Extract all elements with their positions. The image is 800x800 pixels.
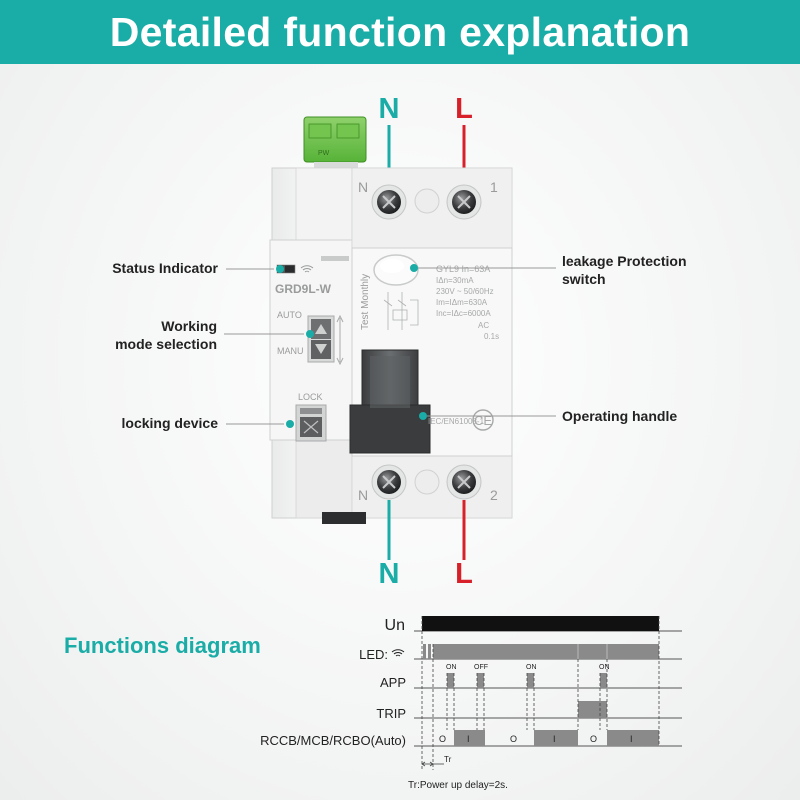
rccb-on-1 <box>454 730 485 746</box>
row-label-trip: TRIP <box>376 706 406 721</box>
svg-text:Inc=IΔc=6000A: Inc=IΔc=6000A <box>436 309 491 318</box>
timing-diagram: Un LED: APP TRIP RCCB/MCB/RCBO(Auto) ON … <box>260 616 682 791</box>
app-pulse-3 <box>527 673 534 688</box>
svg-text:Working: Working <box>161 318 217 334</box>
row-label-app: APP <box>380 675 406 690</box>
svg-text:leakage Protection: leakage Protection <box>562 253 687 269</box>
l-label-top: L <box>455 93 473 125</box>
terminal-block-label: PW <box>318 150 330 157</box>
trip-pulse <box>578 701 607 718</box>
tr-marker: Tr <box>421 755 452 767</box>
state-2: I <box>467 734 470 744</box>
state-3: O <box>510 734 517 744</box>
device-2: 2 <box>490 487 498 503</box>
rccb-on-3 <box>607 730 659 746</box>
page-title: Detailed function explanation <box>109 8 691 55</box>
row-label-un: Un <box>385 617 405 634</box>
callout-operating-handle: Operating handle <box>419 408 677 424</box>
app-pulse-4 <box>600 673 607 688</box>
app-label-4: ON <box>599 664 610 671</box>
svg-text:Im=IΔm=630A: Im=IΔm=630A <box>436 298 488 307</box>
svg-text:switch: switch <box>562 271 606 287</box>
app-pulse-1 <box>447 673 454 688</box>
standard-label: IEC/EN61008-1 <box>428 417 485 426</box>
svg-text:230V ~ 50/60Hz: 230V ~ 50/60Hz <box>436 287 494 296</box>
app-label-1: ON <box>446 664 457 671</box>
app-label-3: ON <box>526 664 537 671</box>
model-label: GRD9L-W <box>275 282 332 296</box>
led-pulse-1 <box>423 644 426 659</box>
callout-status-indicator: Status Indicator <box>112 260 284 276</box>
state-1: O <box>439 734 446 744</box>
spec-block: GYL9 In=63A IΔn=30mA 230V ~ 50/60Hz Im=I… <box>436 264 499 341</box>
state-4: I <box>553 734 556 744</box>
callout-working-mode: Working mode selection <box>115 318 314 352</box>
n-label-bottom: N <box>379 558 400 590</box>
svg-text:0.1s: 0.1s <box>484 332 499 341</box>
callout-leakage-switch: leakage Protection switch <box>410 253 687 287</box>
svg-text:GYL9 In=63A: GYL9 In=63A <box>436 264 490 274</box>
app-pulse-2 <box>477 673 484 688</box>
lock-label: LOCK <box>298 392 323 402</box>
svg-text:locking device: locking device <box>122 415 219 431</box>
device-n-top: N <box>358 179 368 195</box>
svg-text:Status Indicator: Status Indicator <box>112 260 218 276</box>
svg-text:IΔn=30mA: IΔn=30mA <box>436 276 474 285</box>
arrow-down-icon <box>315 344 327 354</box>
test-monthly-label: Test Monthly <box>360 274 371 330</box>
un-bar <box>422 616 659 631</box>
tr-label: Tr <box>444 755 452 764</box>
footnote: Tr:Power up delay=2s. <box>408 780 508 791</box>
l-label-bottom: L <box>455 558 473 590</box>
device-1: 1 <box>490 179 498 195</box>
rccb-on-2 <box>534 730 578 746</box>
device-n-bottom: N <box>358 487 368 503</box>
arrow-up-icon <box>315 324 327 334</box>
led-bar <box>433 644 659 659</box>
breaker-device: PW N 1 N 2 <box>269 116 513 524</box>
svg-text:Operating handle: Operating handle <box>562 408 677 424</box>
row-label-rccb: RCCB/MCB/RCBO(Auto) <box>260 733 406 748</box>
row-label-led: LED: <box>359 647 388 662</box>
auto-label: AUTO <box>277 310 302 320</box>
n-label-top: N <box>379 93 400 125</box>
ce-mark-icon <box>472 409 494 431</box>
state-5: O <box>590 734 597 744</box>
svg-text:AC: AC <box>478 321 489 330</box>
led-wifi-icon <box>391 649 405 657</box>
callout-locking-device: locking device <box>122 415 294 431</box>
manu-label: MANU <box>277 346 304 356</box>
wiring-schematic-icon <box>383 292 419 330</box>
led-pulse-2 <box>428 644 431 659</box>
svg-text:mode selection: mode selection <box>115 336 217 352</box>
app-label-2: OFF <box>474 664 488 671</box>
wifi-icon <box>300 265 314 273</box>
state-6: I <box>630 734 633 744</box>
ce-label: CE <box>474 413 492 428</box>
diagram-heading: Functions diagram <box>64 633 261 658</box>
title-banner: Detailed function explanation <box>0 0 800 64</box>
